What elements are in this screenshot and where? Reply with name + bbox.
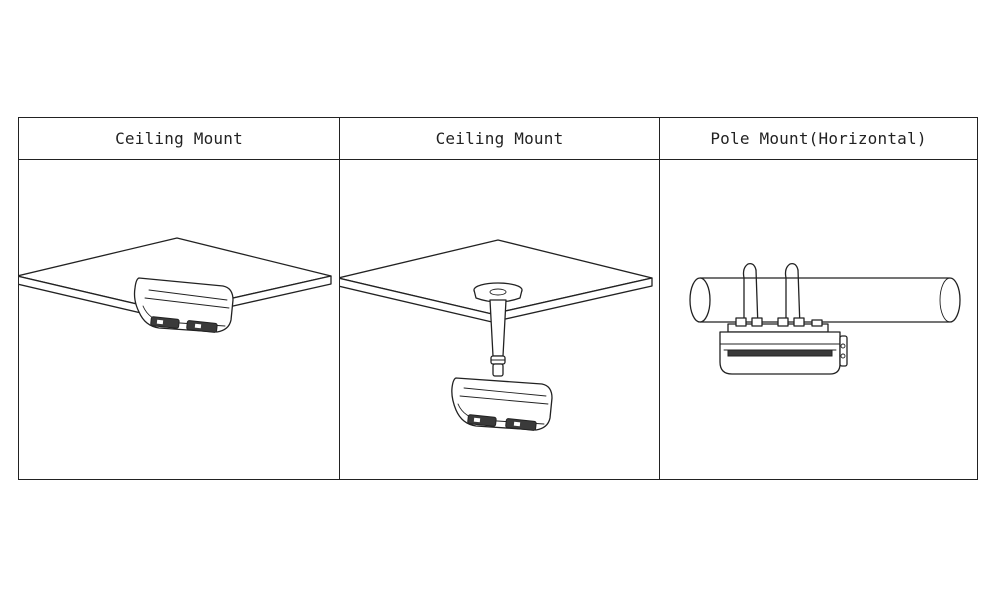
mount-cell-ceiling-bracket: Ceiling Mount [339, 118, 659, 479]
mount-header: Ceiling Mount [340, 118, 659, 160]
ceiling-plate [340, 239, 653, 323]
mount-title: Ceiling Mount [115, 129, 243, 148]
pole-mount-illustration [660, 160, 977, 480]
bracket-base [473, 282, 523, 303]
mount-title: Ceiling Mount [435, 129, 564, 148]
pole [689, 277, 961, 323]
mount-title: Pole Mount(Horizontal) [710, 129, 927, 148]
ceiling-bracket-illustration [340, 160, 659, 480]
mount-header: Ceiling Mount [19, 118, 339, 160]
camera-icon [451, 377, 553, 431]
mount-cell-pole-horizontal: Pole Mount(Horizontal) [659, 118, 977, 479]
ceiling-flush-illustration [19, 160, 339, 480]
mount-table: Ceiling Mount [18, 117, 978, 480]
camera-icon [133, 277, 234, 333]
bracket-arm [489, 299, 507, 377]
mount-header: Pole Mount(Horizontal) [660, 118, 977, 160]
mount-cell-ceiling-flush: Ceiling Mount [19, 118, 339, 479]
mount-bracket [727, 317, 829, 333]
camera-icon [719, 331, 848, 375]
